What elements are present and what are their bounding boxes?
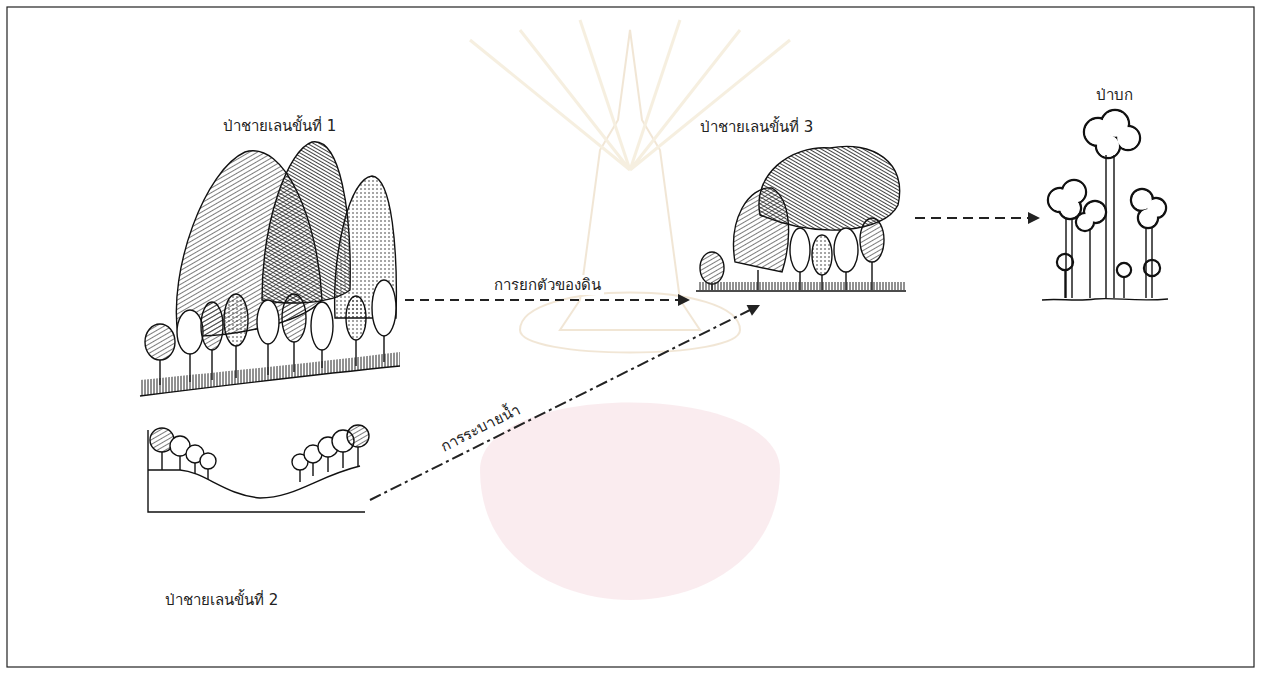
land-forest-node: ป่าบก [1040, 85, 1170, 305]
arrowhead [1028, 212, 1040, 224]
stage-label: ป่าบก [1096, 85, 1133, 105]
watermark-rays [470, 20, 790, 170]
small-tree [700, 252, 724, 284]
small-tree [200, 453, 216, 469]
small-tree [834, 228, 858, 272]
tree-trunks [162, 447, 358, 482]
ground-line [140, 366, 400, 396]
ground-grass [140, 352, 400, 396]
arrowhead [678, 294, 690, 306]
drainage-arrow [370, 305, 760, 500]
mangrove-stage-2-illustration [148, 425, 369, 512]
connector-line [915, 217, 1030, 219]
watermark-dome [520, 293, 740, 353]
land-forest-illustration [1042, 110, 1168, 300]
stage-label: ป่าชายเลนขั้นที่ 3 [700, 117, 813, 137]
connector-line [405, 299, 680, 301]
small-tree [790, 228, 810, 272]
ground-grass [698, 282, 905, 290]
succession-arrow [915, 212, 1040, 224]
mangrove-stage-node: ป่าชายเลนขั้นที่ 1 [135, 112, 405, 402]
connector-line [370, 309, 751, 500]
illustration-part [1058, 255, 1072, 269]
mangrove-stage-node: ป่าชายเลนขั้นที่ 3 [690, 115, 915, 305]
ground-line [1042, 299, 1168, 301]
small-tree [282, 294, 306, 342]
illustration-part [1139, 209, 1157, 227]
illustration-part [1117, 127, 1139, 149]
illustration-part [1117, 263, 1131, 277]
ground-line [696, 290, 906, 291]
small-tree [347, 425, 369, 447]
arrowhead [747, 305, 760, 316]
small-tree [860, 218, 884, 262]
small-tree [224, 294, 248, 346]
tree-trunks [1065, 155, 1152, 298]
tree-canopy [734, 188, 789, 272]
mangrove-stage-1-illustration [140, 142, 400, 396]
small-tree [812, 235, 832, 275]
illustration-part [1060, 198, 1080, 218]
illustration-part [1077, 214, 1093, 230]
illustration-part [1057, 254, 1073, 270]
stage-label: ป่าชายเลนขั้นที่ 1 [223, 116, 336, 136]
small-tree [311, 302, 333, 350]
illustration-part [1097, 135, 1119, 157]
watermark-base [480, 403, 780, 601]
illustration-part [1118, 264, 1130, 276]
edge-label-holder: การยกตัวของดิน [491, 275, 604, 295]
small-tree [201, 302, 223, 350]
small-tree [372, 280, 396, 336]
edge-label: การยกตัวของดิน [491, 275, 604, 295]
stage-label: ป่าชายเลนขั้นที่ 2 [165, 590, 278, 610]
channel-section [148, 430, 365, 512]
small-tree [145, 324, 175, 360]
mangrove-stage-3-illustration [696, 146, 906, 291]
small-tree [177, 310, 203, 354]
uplift-arrow [405, 294, 690, 306]
small-tree [257, 300, 279, 344]
page-frame [7, 7, 1254, 667]
watermark-emblem [470, 20, 790, 600]
mangrove-stage-node: ป่าชายเลนขั้นที่ 2 [145, 420, 370, 610]
small-tree [346, 296, 366, 340]
